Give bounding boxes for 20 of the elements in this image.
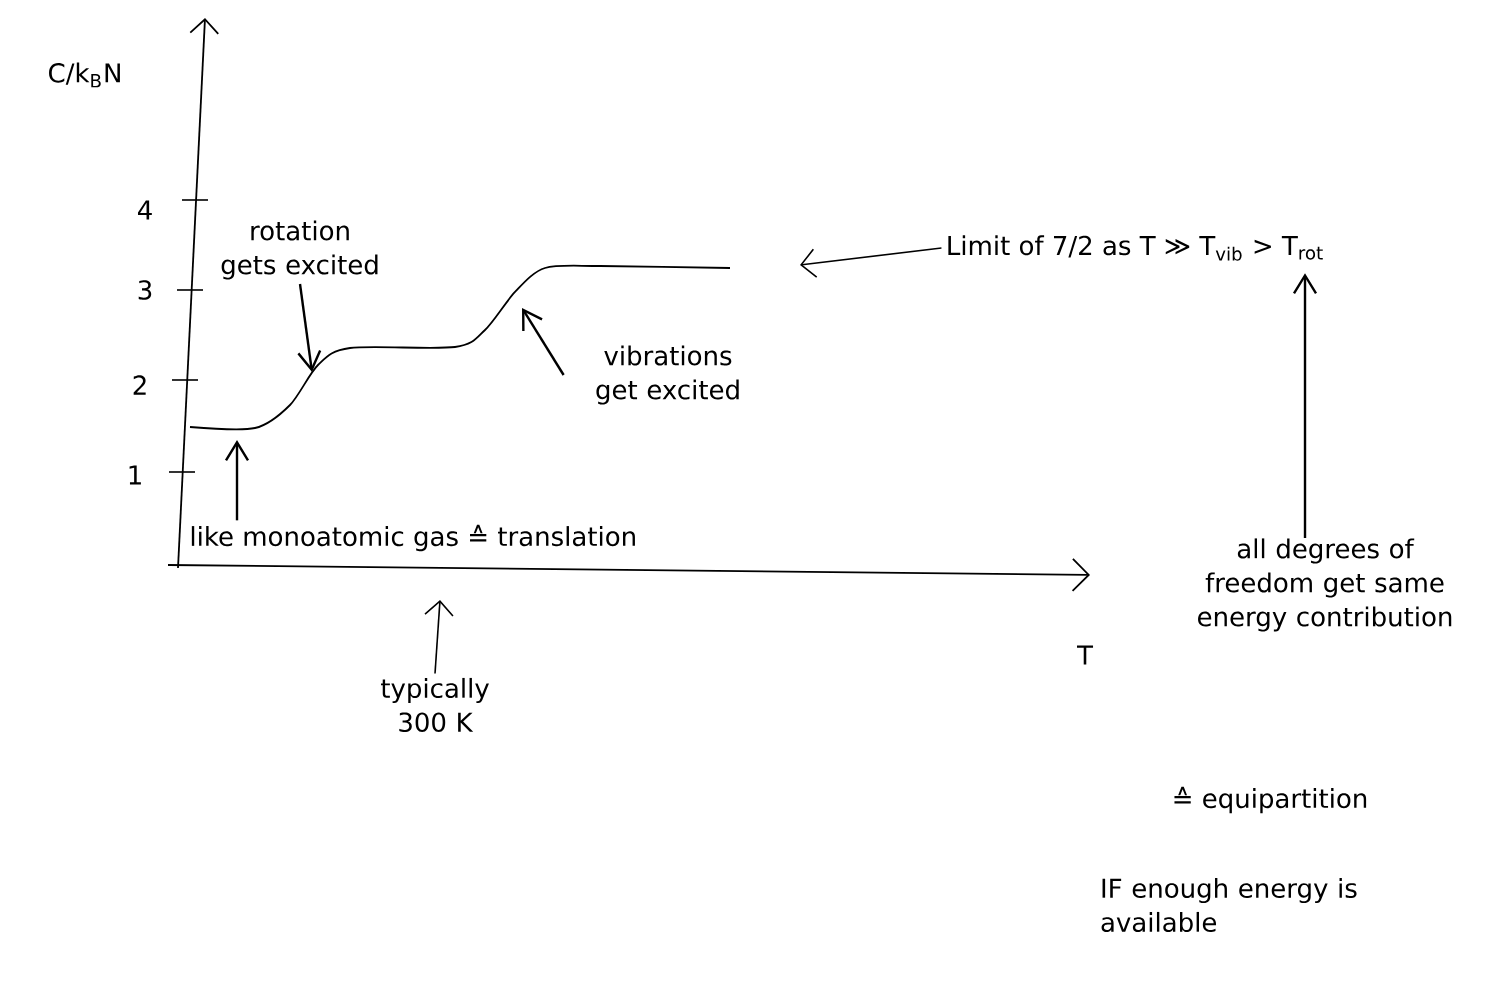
tick-label: 2 <box>133 375 146 395</box>
annotation-text: rotation gets excited <box>221 220 378 280</box>
tick-label: 4 <box>138 200 152 220</box>
note-text: ≙ equipartition <box>1174 786 1367 814</box>
annotation-text: vibrations get excited <box>596 345 739 405</box>
arrow <box>297 283 322 372</box>
annotation-text: typically 300 K <box>381 677 489 733</box>
axis-label: T <box>1077 645 1094 665</box>
arrow <box>800 247 943 278</box>
arrow <box>1293 273 1318 538</box>
tick-label: 1 <box>129 465 141 485</box>
annotation-text: all degrees of freedom get same energy contribution <box>1198 538 1452 632</box>
annotation-text: Limit of 7/2 as T ≫ T$_{vib}$ > T$_{rot}$ <box>948 235 1323 261</box>
note-text: IF enough energy is available <box>1101 877 1357 933</box>
arrow <box>522 308 565 376</box>
arrow <box>224 440 250 521</box>
arrow <box>424 600 454 675</box>
annotation-text: like monoatomic gas ≙ translation <box>191 524 635 552</box>
axis-label: C/k$_{B}$N <box>49 62 120 88</box>
tick-label: 3 <box>138 280 152 300</box>
